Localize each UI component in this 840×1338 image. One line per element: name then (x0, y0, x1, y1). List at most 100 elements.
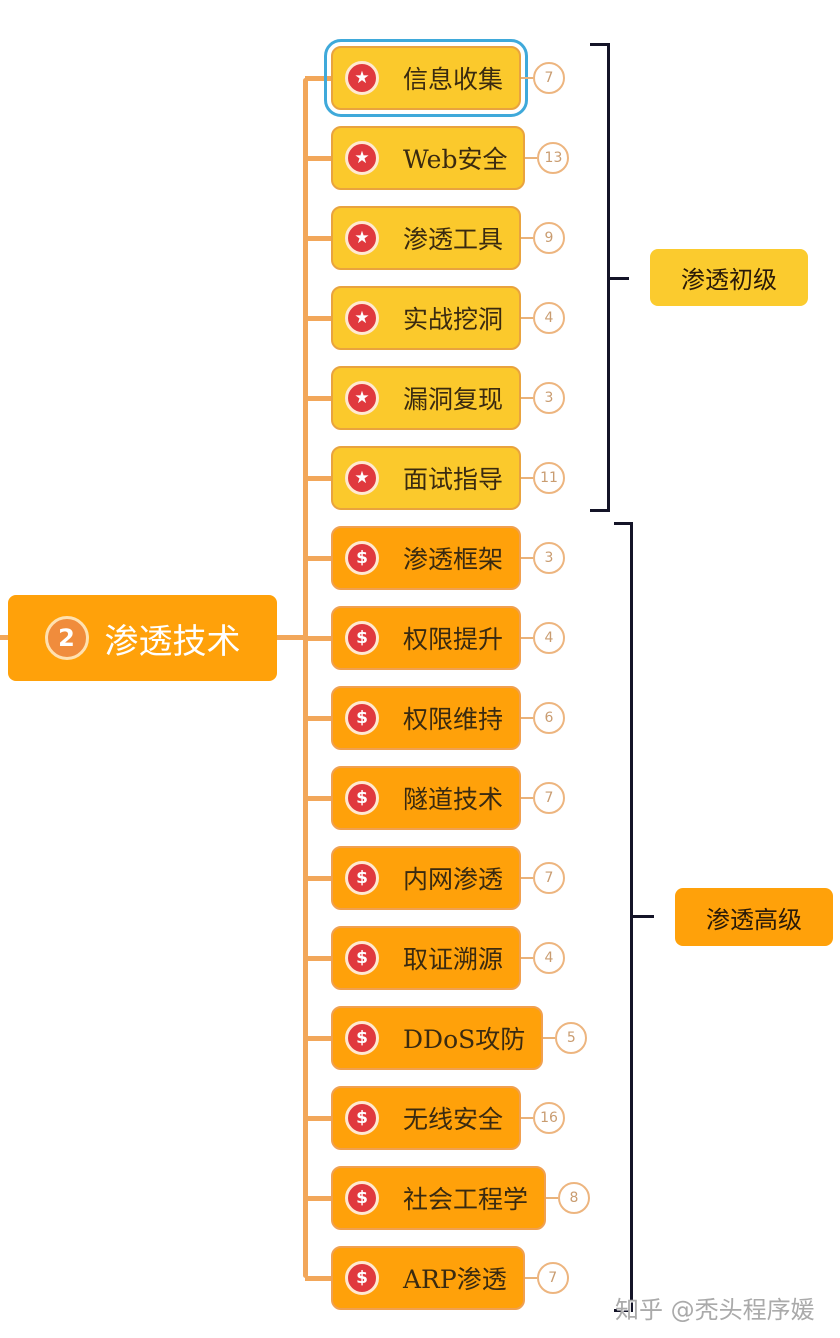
topic-node[interactable]: $DDoS攻防 (331, 1006, 544, 1070)
count-connector (521, 637, 534, 639)
subtopic-count-badge[interactable]: 16 (533, 1102, 566, 1134)
bracket-advanced-tick (630, 915, 654, 918)
topic-row: $社会工程学 8 (305, 1164, 591, 1232)
branch-connector (305, 75, 331, 81)
topic-node[interactable]: $ 无线安全 (331, 1086, 522, 1150)
topic-label: ARP渗透 (403, 1265, 507, 1294)
topic-label: Web安全 (403, 145, 508, 174)
star-icon: ★ (345, 141, 379, 175)
bracket-basic-bottom (590, 509, 609, 512)
topic-row: ★漏洞复现 3 (305, 364, 566, 432)
subtopic-count-badge[interactable]: 7 (536, 1262, 569, 1294)
branch-connector (305, 315, 331, 321)
subtopic-count-badge[interactable]: 9 (533, 222, 566, 254)
count-connector (521, 397, 534, 399)
topic-node[interactable]: $ ARP渗透 (331, 1246, 525, 1310)
branch-connector (305, 475, 331, 481)
group-label-advanced[interactable]: 渗透高级 (675, 888, 833, 946)
root-label: 渗透技术 (104, 621, 241, 662)
subtopic-count-badge[interactable]: 7 (533, 62, 566, 94)
branch-connector (305, 715, 331, 721)
topic-node[interactable]: ★实战挖洞 (331, 286, 522, 350)
topic-row: ★ 面试指导 11 (305, 444, 566, 512)
root-node[interactable]: 2 渗透技术 (8, 595, 277, 681)
bracket-advanced-top (614, 522, 633, 525)
number-badge: 2 (44, 616, 89, 660)
topic-label: 信息收集 (403, 65, 504, 94)
topic-node[interactable]: $隧道技术 (331, 766, 522, 830)
subtopic-count-badge[interactable]: 8 (558, 1182, 591, 1214)
subtopic-count-badge[interactable]: 3 (533, 382, 566, 414)
topic-row: $权限提升 4 (305, 604, 566, 672)
branch-connector (305, 635, 331, 641)
topic-node[interactable]: ★ 面试指导 (331, 446, 522, 510)
count-connector (521, 477, 534, 479)
count-connector (521, 797, 534, 799)
subtopic-count-badge[interactable]: 7 (533, 782, 566, 814)
dollar-icon: $ (345, 1101, 379, 1135)
trunk-connector (303, 78, 308, 1278)
topic-node[interactable]: ★信息收集 (323, 39, 529, 117)
subtopic-count-badge[interactable]: 5 (555, 1022, 588, 1054)
topic-node[interactable]: $渗透框架 (331, 526, 522, 590)
topic-node[interactable]: $ 取证溯源 (331, 926, 522, 990)
topic-node[interactable]: ★ Web安全 (331, 126, 526, 190)
count-connector (521, 717, 534, 719)
topic-label: 渗透框架 (403, 545, 504, 574)
branch-connector (305, 1195, 331, 1201)
topic-node[interactable]: $权限维持 (331, 686, 522, 750)
branch-connector (305, 795, 331, 801)
star-icon: ★ (345, 461, 379, 495)
subtopic-count-badge[interactable]: 11 (533, 462, 566, 494)
topic-node[interactable]: $社会工程学 (331, 1166, 547, 1230)
topic-node[interactable]: $内网渗透 (331, 846, 522, 910)
count-connector (521, 957, 534, 959)
branch-connector (305, 555, 331, 561)
dollar-icon: $ (345, 621, 379, 655)
topic-label: 无线安全 (403, 1105, 504, 1134)
topic-row: $ ARP渗透 7 (305, 1244, 569, 1312)
subtopic-count-badge[interactable]: 7 (533, 862, 566, 894)
topic-node[interactable]: ★漏洞复现 (331, 366, 522, 430)
branch-connector (305, 1035, 331, 1041)
topic-label: 权限维持 (403, 705, 504, 734)
count-connector (521, 237, 534, 239)
dollar-icon: $ (345, 941, 379, 975)
bracket-basic-top (590, 43, 609, 46)
topic-row: $隧道技术 7 (305, 764, 566, 832)
topic-label: 渗透工具 (403, 225, 504, 254)
branch-connector (305, 1115, 331, 1121)
topic-label: 漏洞复现 (403, 385, 504, 414)
topic-row: $ 无线安全 16 (305, 1084, 566, 1152)
count-connector (546, 1197, 559, 1199)
branch-connector (305, 395, 331, 401)
subtopic-count-badge[interactable]: 13 (537, 142, 570, 174)
subtopic-count-badge[interactable]: 4 (533, 942, 566, 974)
branch-connector (305, 155, 331, 161)
topic-label: 面试指导 (403, 465, 504, 494)
dollar-icon: $ (345, 1021, 379, 1055)
subtopic-count-badge[interactable]: 4 (533, 622, 566, 654)
topic-row: $DDoS攻防 5 (305, 1004, 588, 1072)
subtopic-count-badge[interactable]: 4 (533, 302, 566, 334)
count-connector (543, 1037, 556, 1039)
branch-connector (305, 235, 331, 241)
topic-label: 取证溯源 (403, 945, 504, 974)
count-connector (521, 317, 534, 319)
topic-node[interactable]: ★渗透工具 (331, 206, 522, 270)
topic-row: $ 取证溯源 4 (305, 924, 566, 992)
dollar-icon: $ (345, 1181, 379, 1215)
parent-connector (0, 635, 8, 640)
topic-row: $渗透框架 3 (305, 524, 566, 592)
subtopic-count-badge[interactable]: 3 (533, 542, 566, 574)
branch-connector (305, 1275, 331, 1281)
topic-row: $内网渗透 7 (305, 844, 566, 912)
subtopic-count-badge[interactable]: 6 (533, 702, 566, 734)
topic-node[interactable]: $权限提升 (331, 606, 522, 670)
dollar-icon: $ (345, 861, 379, 895)
topic-label: 隧道技术 (403, 785, 504, 814)
dollar-icon: $ (345, 1261, 379, 1295)
group-label-basic[interactable]: 渗透初级 (650, 249, 808, 306)
count-connector (525, 157, 538, 159)
